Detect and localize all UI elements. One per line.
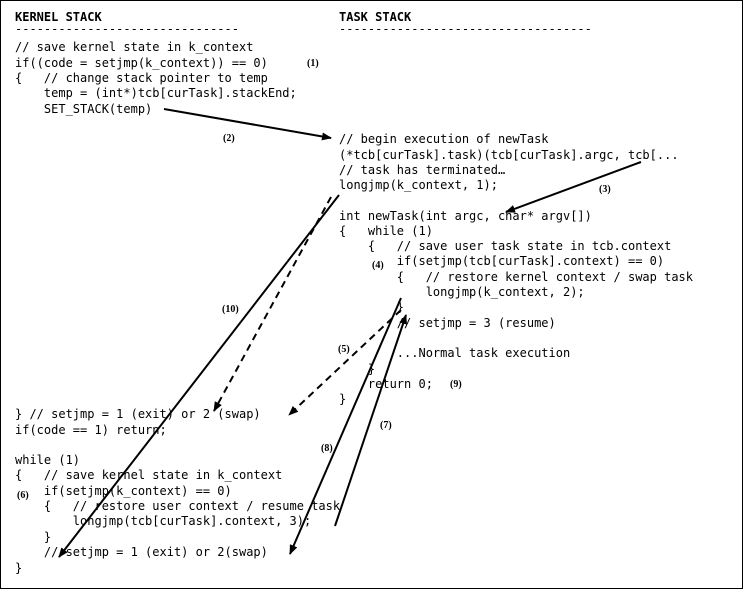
step-label-9: (9) xyxy=(450,379,462,390)
task-code-line: // begin execution of newTask xyxy=(339,132,549,146)
task-code-line: } xyxy=(339,392,347,406)
task-code-line: return 0; xyxy=(339,377,433,391)
kernel-code-line: } xyxy=(15,561,23,575)
kernel-code-line: } // setjmp = 1 (exit) or 2 (swap) xyxy=(15,407,261,421)
arrow-step-8 xyxy=(289,297,402,555)
arrow-step-10-solid xyxy=(58,194,340,558)
step-label-8: (8) xyxy=(321,443,333,454)
step-label-4: (4) xyxy=(372,260,384,271)
arrow-step-3 xyxy=(505,161,642,213)
kernel-code-line: temp = (int*)tcb[curTask].stackEnd; xyxy=(15,86,297,100)
arrow-step-5-dashed xyxy=(288,309,402,416)
kernel-code-line: // save kernel state in k_context xyxy=(15,40,254,54)
arrow-step-2 xyxy=(163,108,332,141)
task-code-line: ...Normal task execution xyxy=(339,346,571,360)
task-code-line: longjmp(k_context, 1); xyxy=(339,178,498,192)
kernel-code-line: if((code = setjmp(k_context)) == 0) xyxy=(15,56,268,70)
task-code-line: { // restore kernel context / swap task xyxy=(339,270,694,284)
task-stack-header: TASK STACK xyxy=(339,10,412,24)
step-label-3: (3) xyxy=(599,184,611,195)
kernel-code-line: SET_STACK(temp) xyxy=(15,102,153,116)
step-label-5: (5) xyxy=(338,344,350,355)
kernel-stack-rule: ------------------------------- xyxy=(15,22,239,36)
kernel-code-line: while (1) xyxy=(15,453,81,467)
kernel-stack-header: KERNEL STACK xyxy=(15,10,102,24)
task-code-line: // task has terminated… xyxy=(339,163,506,177)
kernel-code-line: { // restore user context / resume task xyxy=(15,499,341,513)
step-label-2: (2) xyxy=(223,133,235,144)
task-code-line: } xyxy=(339,362,376,376)
task-code-line: longjmp(k_context, 2); xyxy=(339,285,585,299)
kernel-code-line: if(setjmp(k_context) == 0) xyxy=(15,484,232,498)
step-label-7: (7) xyxy=(380,420,392,431)
kernel-code-line: { // change stack pointer to temp xyxy=(15,71,268,85)
task-code-line: } xyxy=(339,300,405,314)
task-code-line: if(setjmp(tcb[curTask].context) == 0) xyxy=(339,254,665,268)
arrow-exit-dashed xyxy=(213,196,332,412)
arrow-step-7 xyxy=(334,314,407,527)
kernel-code-line: } xyxy=(15,530,52,544)
kernel-code-line: // setjmp = 1 (exit) or 2(swap) xyxy=(15,545,268,559)
task-stack-rule: ----------------------------------- xyxy=(339,22,592,36)
step-label-1: (1) xyxy=(307,58,319,69)
task-code-line: int newTask(int argc, char* argv[]) xyxy=(339,209,592,223)
task-code-line: (*tcb[curTask].task)(tcb[curTask].argc, … xyxy=(339,148,679,162)
task-code-line: // setjmp = 3 (resume) xyxy=(339,316,556,330)
step-label-10: (10) xyxy=(222,304,239,315)
task-code-line: { while (1) xyxy=(339,224,433,238)
task-code-line: { // save user task state in tcb.context xyxy=(339,239,672,253)
step-label-6: (6) xyxy=(17,490,29,501)
